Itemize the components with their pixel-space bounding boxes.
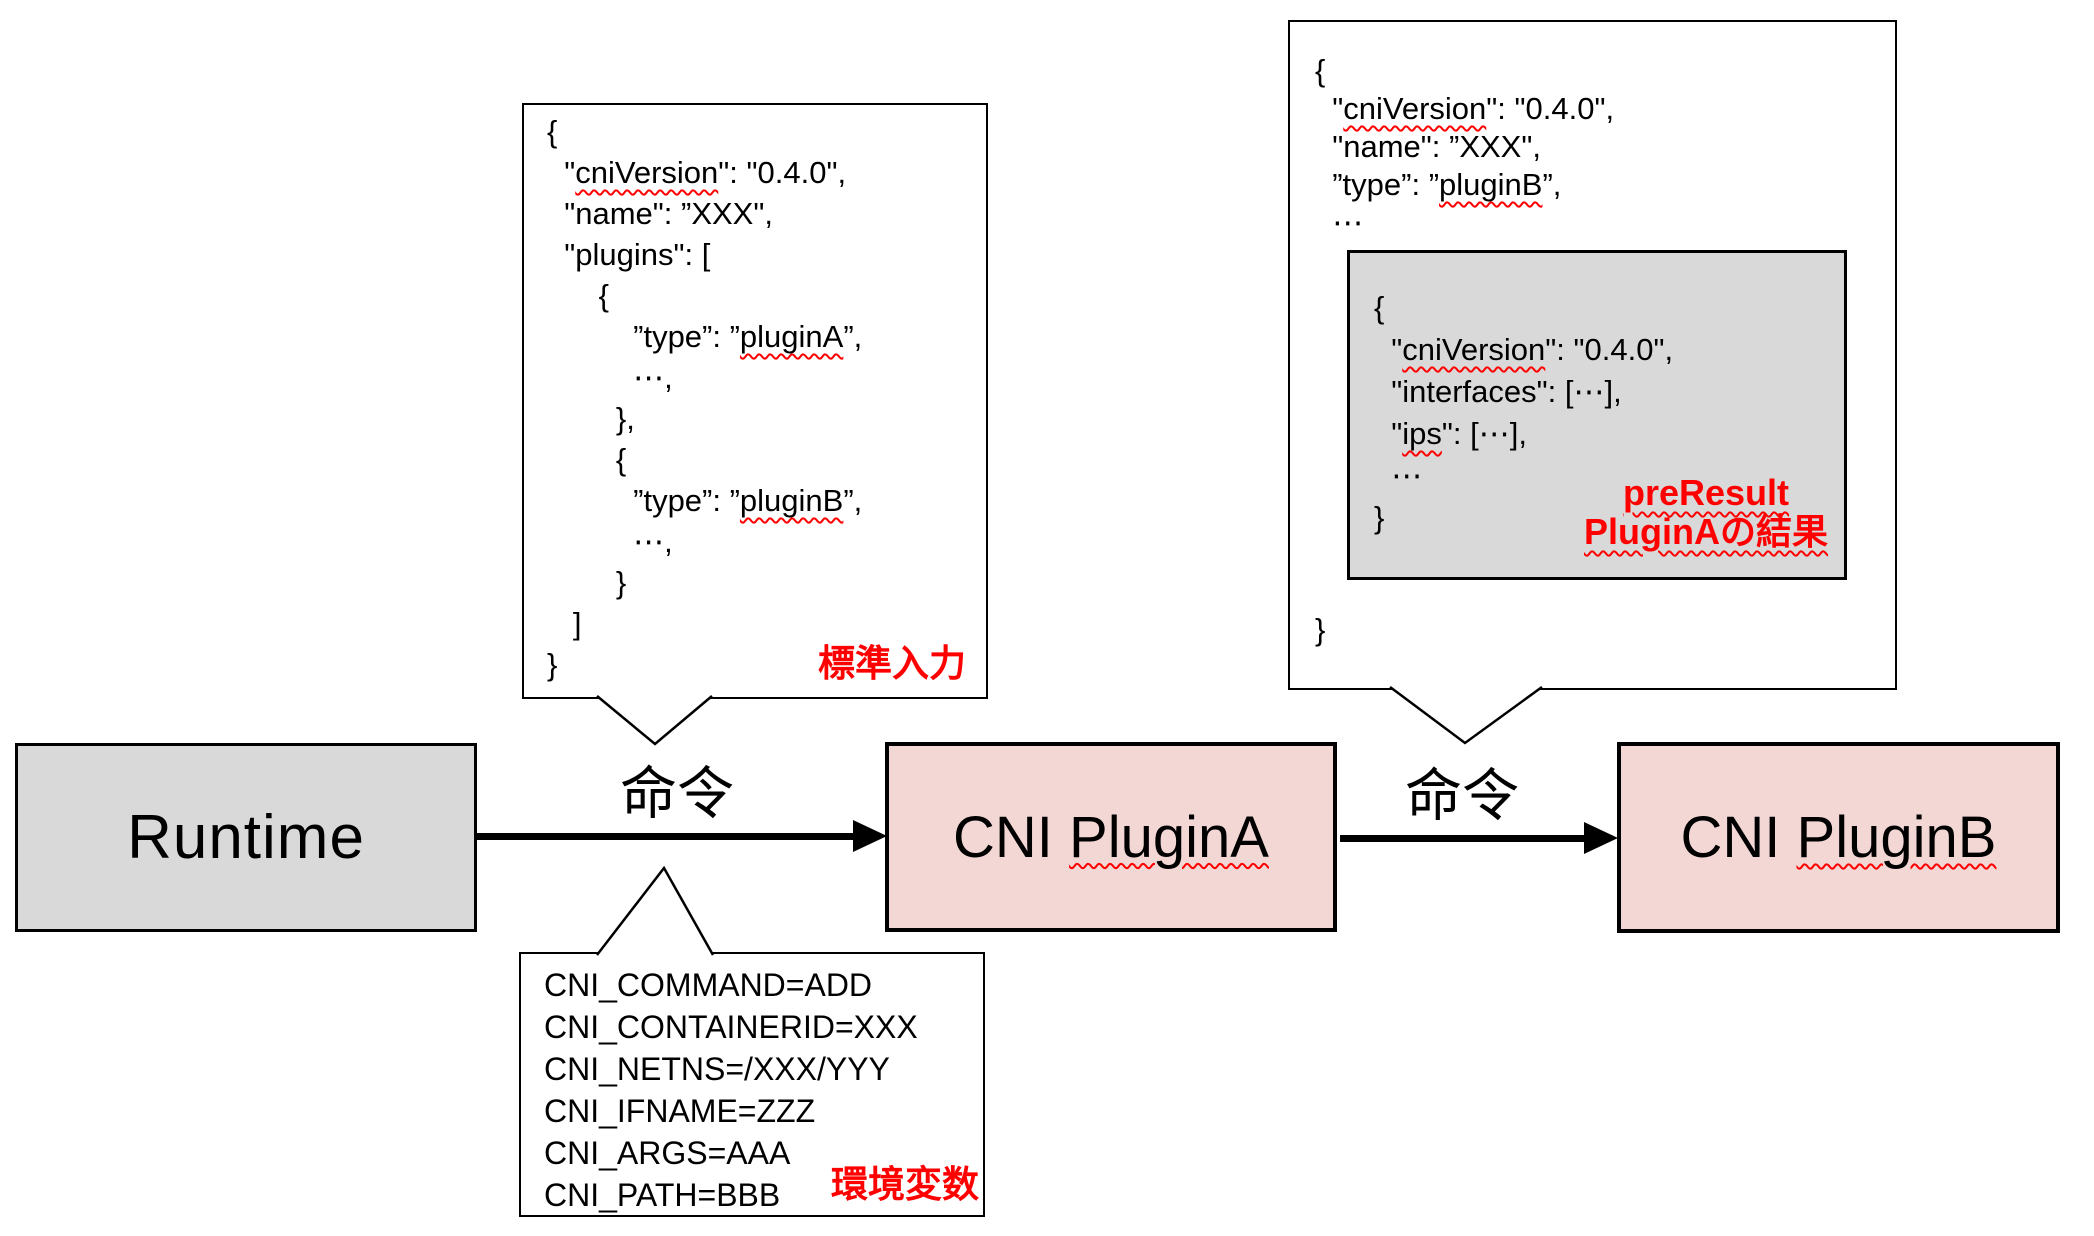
stdin-json-text: { "cniVersion": "0.4.0", "name": ”XXX", … (547, 114, 863, 682)
arrowhead-pluginA-to-pluginB (1584, 822, 1618, 854)
stdin-json-callout: { "cniVersion": "0.4.0", "name": ”XXX", … (522, 103, 988, 699)
stdin-callout-tail (596, 695, 713, 746)
plugin-config-closing-brace: } (1315, 612, 1326, 647)
cni-pluginA-box: CNI PluginA (885, 742, 1337, 932)
command-label-2: 命令 (1405, 764, 1519, 828)
runtime-box: Runtime (15, 743, 477, 932)
preresult-json-text: { "cniVersion": "0.4.0", "interfaces": [… (1374, 290, 1674, 535)
plugin-config-text: { "cniVersion": "0.4.0", "name": ”XXX", … (1315, 53, 1615, 240)
cni-pluginB-box: CNI PluginB (1617, 742, 2060, 933)
cni-pluginB-label: CNI PluginB (1680, 805, 1997, 870)
result-callout-tail (1389, 685, 1543, 745)
preresult-box: { "cniVersion": "0.4.0", "interfaces": [… (1347, 250, 1847, 580)
arrow-pluginA-to-pluginB (1340, 835, 1586, 842)
cni-pluginA-label: CNI PluginA (953, 804, 1269, 870)
env-callout-tail (596, 865, 715, 956)
preresult-tag: preResult PluginAの結果 (1584, 473, 1828, 551)
plugin-config-callout: { "cniVersion": "0.4.0", "name": ”XXX", … (1288, 20, 1897, 690)
runtime-label: Runtime (127, 803, 365, 872)
preresult-tag-line2: PluginAの結果 (1584, 511, 1828, 552)
command-label-1: 命令 (620, 762, 734, 826)
stdin-tag: 標準入力 (818, 643, 966, 684)
arrow-runtime-to-pluginA (477, 833, 855, 840)
env-vars-tag: 環境変数 (831, 1164, 979, 1205)
preresult-tag-line1: preResult (1622, 472, 1790, 513)
arrowhead-runtime-to-pluginA (853, 820, 887, 852)
